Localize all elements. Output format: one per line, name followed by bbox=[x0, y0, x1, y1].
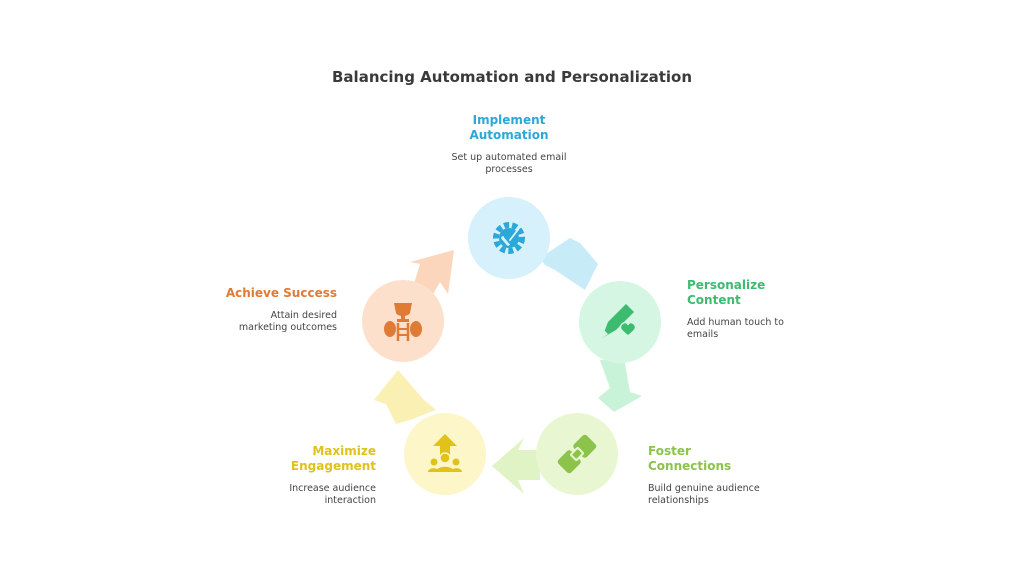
step-desc-line: Build genuine audience bbox=[648, 483, 760, 494]
arrow-implement-to-personalize bbox=[540, 238, 598, 290]
diagram-title: Balancing Automation and Personalization bbox=[332, 68, 692, 86]
node-foster-connections bbox=[536, 413, 618, 495]
step-title-line: Connections bbox=[648, 459, 732, 473]
step-desc-line: emails bbox=[687, 329, 719, 340]
step-title-line: Personalize bbox=[687, 278, 766, 292]
step-title-line: Achieve Success bbox=[225, 286, 337, 300]
step-desc-line: Set up automated email bbox=[451, 152, 567, 163]
node-maximize-engagement bbox=[404, 413, 486, 495]
node-achieve-success bbox=[362, 280, 444, 362]
cycle-arrows bbox=[374, 238, 642, 494]
handshake-icon bbox=[557, 434, 597, 474]
arrow-foster-to-engagement bbox=[492, 438, 540, 494]
pencil-heart-icon bbox=[602, 304, 637, 338]
step-label-achieve-success: Achieve Success Attain desired marketing… bbox=[187, 286, 337, 334]
step-desc-line: Increase audience bbox=[289, 483, 376, 494]
step-title-line: Automation bbox=[469, 128, 549, 142]
step-title-line: Implement bbox=[472, 113, 546, 127]
step-desc-line: Attain desired bbox=[270, 310, 337, 321]
step-desc-line: interaction bbox=[324, 495, 376, 506]
step-desc-line: relationships bbox=[648, 495, 709, 506]
node-personalize-content bbox=[579, 281, 661, 363]
step-label-maximize-engagement: Maximize Engagement Increase audience in… bbox=[226, 444, 376, 507]
step-label-implement-automation: Implement Automation Set up automated em… bbox=[424, 113, 594, 176]
step-desc-line: marketing outcomes bbox=[238, 322, 337, 333]
step-desc-line: processes bbox=[485, 164, 533, 175]
step-label-personalize-content: Personalize Content Add human touch to e… bbox=[687, 278, 827, 341]
trophy-ladder-icon bbox=[384, 303, 422, 341]
arrow-personalize-to-foster bbox=[598, 358, 642, 412]
step-title-line: Content bbox=[687, 293, 741, 307]
audience-arrow-icon bbox=[428, 434, 462, 472]
step-label-foster-connections: Foster Connections Build genuine audienc… bbox=[648, 444, 798, 507]
arrow-engagement-to-success bbox=[374, 370, 436, 424]
step-desc-line: Add human touch to bbox=[687, 317, 784, 328]
step-title-line: Maximize bbox=[312, 444, 376, 458]
gear-check-icon bbox=[493, 222, 525, 254]
node-implement-automation bbox=[468, 197, 550, 279]
step-title-line: Foster bbox=[648, 444, 691, 458]
step-title-line: Engagement bbox=[290, 459, 376, 473]
